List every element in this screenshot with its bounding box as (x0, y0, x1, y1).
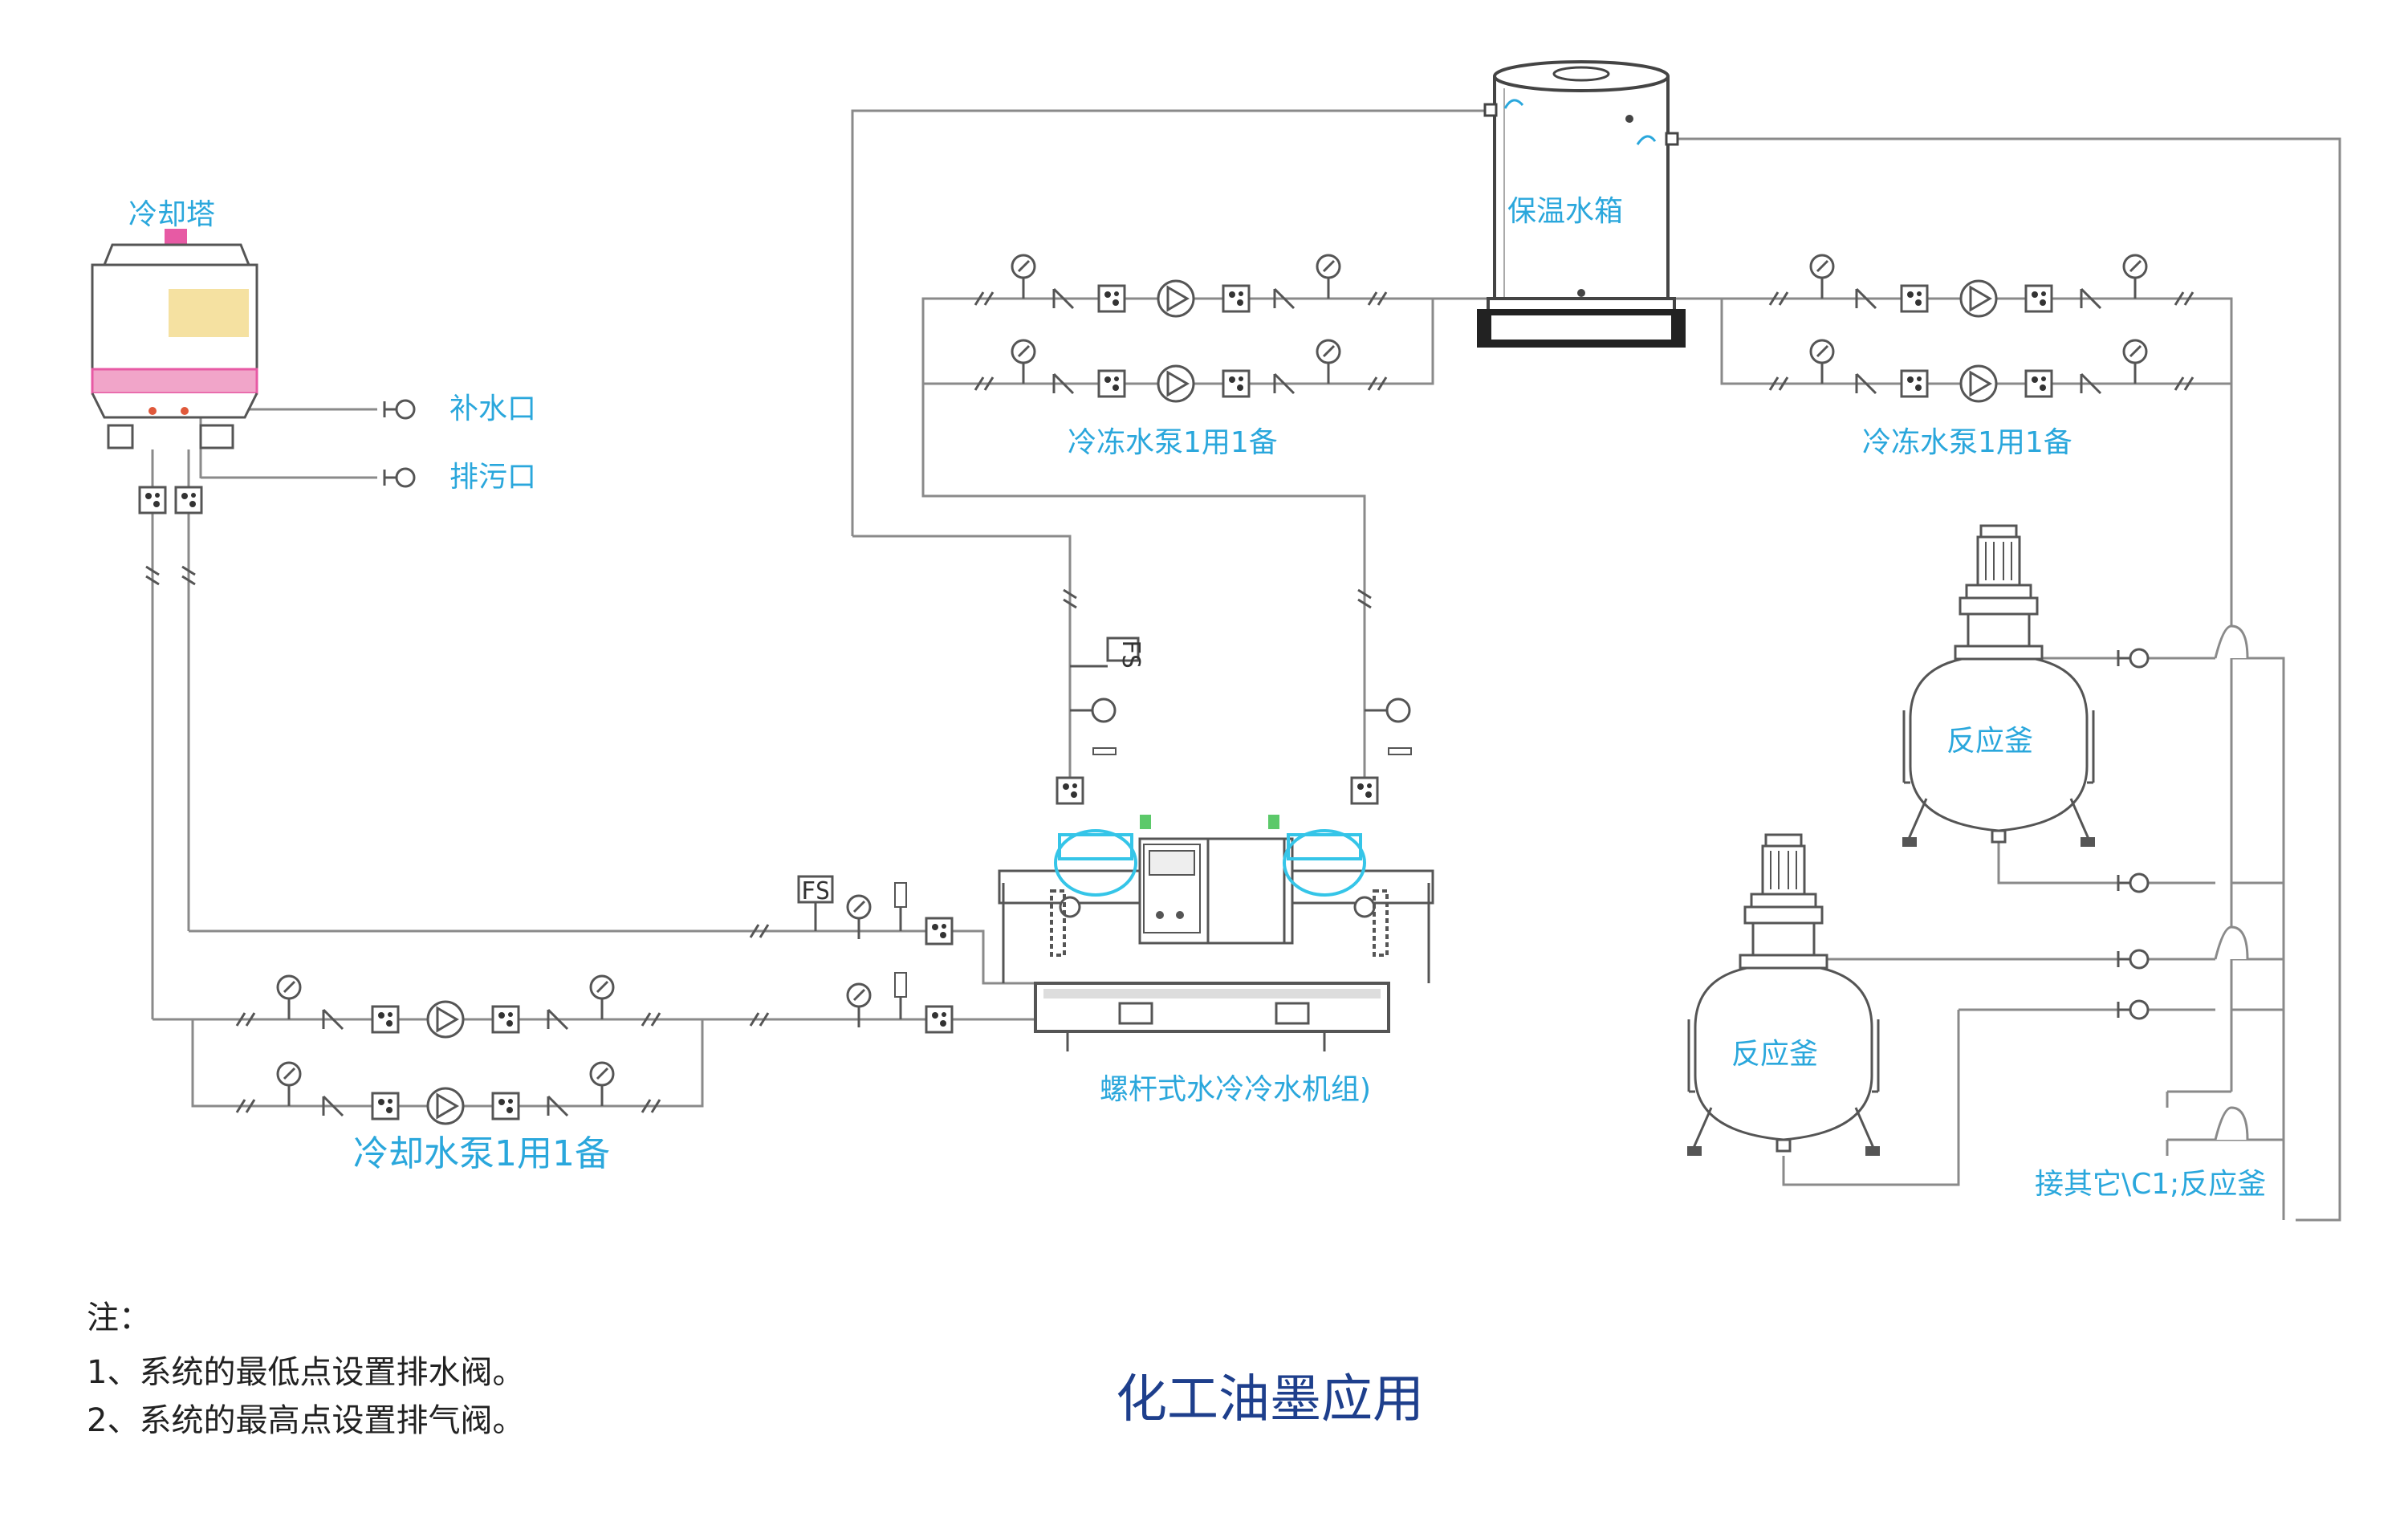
flow-switch-left: FS (801, 877, 831, 905)
tower-valve-left (138, 486, 167, 514)
chilled-pump-left-label: 冷冻水泵1用1备 (1068, 426, 1278, 459)
note-line-1: 1、系统的最低点设置排水阀。 (87, 1354, 525, 1391)
chiller-cooling-water-fittings (749, 875, 954, 1034)
drain-outlet-label: 排污口 (449, 461, 537, 494)
reactor-lower-label: 反应釜 (1731, 1038, 1819, 1071)
note-line-2: 2、系统的最高点设置排气阀。 (87, 1402, 525, 1439)
drain-valve (383, 467, 416, 488)
chiller-inlet-fittings (1056, 588, 1412, 805)
makeup-water-label: 补水口 (449, 392, 537, 425)
chilled-pump-group-right (1768, 254, 2194, 403)
makeup-water-valve (383, 399, 416, 420)
chilled-pump-group-left (974, 254, 1388, 403)
screw-chiller-unit (998, 815, 1434, 1051)
cooling-pump-label: 冷却水泵1用1备 (353, 1133, 610, 1174)
pipe-crossovers (2214, 624, 2249, 1141)
reactor-lower (1686, 833, 1881, 1157)
tower-valve-right (174, 486, 203, 514)
reactor-upper-label: 反应釜 (1946, 725, 2034, 758)
screw-chiller-label: 螺杆式水冷冷水机组) (1100, 1073, 1372, 1106)
insulated-water-tank (1477, 60, 1686, 348)
insulated-tank-label: 保温水箱 (1507, 195, 1624, 228)
cooling-tower (91, 229, 258, 449)
cooling-pump-group (235, 974, 661, 1125)
notes-heading: 注： (87, 1299, 151, 1336)
chilled-pump-right-label: 冷冻水泵1用1备 (1862, 426, 2072, 459)
page-title: 化工油墨应用 (1116, 1370, 1424, 1430)
flow-switch-top: FS (1117, 639, 1145, 669)
cooling-tower-label: 冷却塔 (128, 198, 216, 231)
reactor-upper (1901, 524, 2097, 848)
other-reactors-label: 接其它\C1;反应釜 (2035, 1168, 2267, 1201)
reactor-valves (2117, 648, 2150, 1020)
